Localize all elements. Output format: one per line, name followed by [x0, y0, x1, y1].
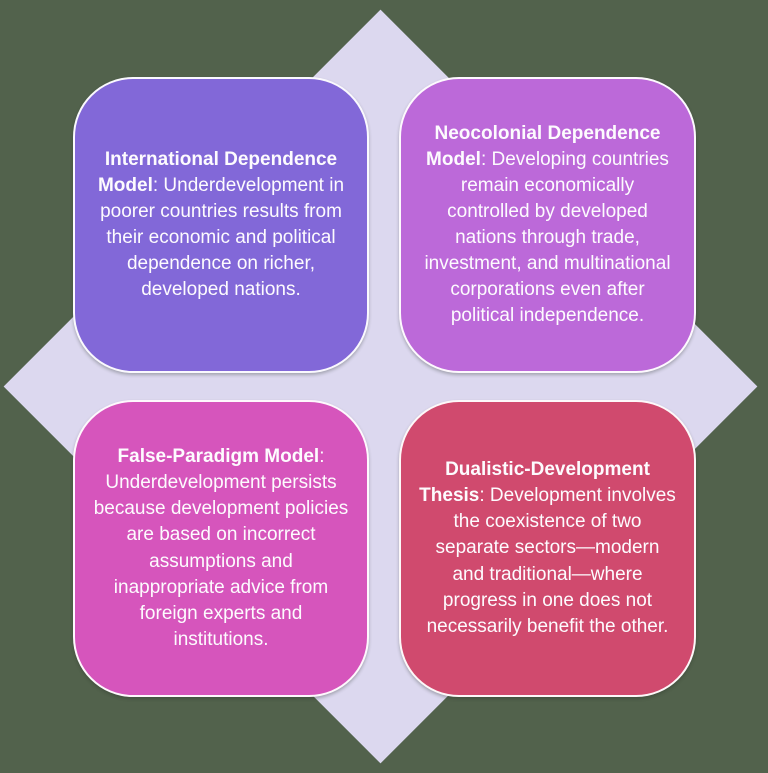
- card-title-dualistic-development: Dualistic-Development Thesis: [419, 459, 650, 507]
- card-text-dualistic-development: Dualistic-Development Thesis: Developmen…: [401, 457, 694, 639]
- card-title-false-paradigm: False-Paradigm Model: [117, 446, 320, 468]
- card-text-international-dependence: International Dependence Model: Underdev…: [75, 147, 367, 303]
- card-body-false-paradigm: : Underdevelopment persists because deve…: [93, 446, 349, 650]
- card-international-dependence-model: International Dependence Model: Underdev…: [73, 77, 369, 373]
- card-title-international-dependence: International Dependence Model: [97, 148, 338, 196]
- card-title-neocolonial-dependence: Neocolonial Dependence Model: [426, 122, 661, 170]
- card-text-false-paradigm: False-Paradigm Model: Underdevelopment p…: [75, 444, 367, 652]
- card-body-international-dependence: : Underdevelopment in poorer countries r…: [100, 174, 345, 301]
- card-false-paradigm-model: False-Paradigm Model: Underdevelopment p…: [73, 400, 369, 697]
- card-neocolonial-dependence-model: Neocolonial Dependence Model: Developing…: [399, 77, 696, 373]
- card-dualistic-development-thesis: Dualistic-Development Thesis: Developmen…: [399, 400, 696, 697]
- card-text-neocolonial-dependence: Neocolonial Dependence Model: Developing…: [401, 121, 694, 329]
- card-body-dualistic-development: : Development involves the coexistence o…: [426, 485, 676, 637]
- card-body-neocolonial-dependence: : Developing countries remain economical…: [424, 148, 671, 327]
